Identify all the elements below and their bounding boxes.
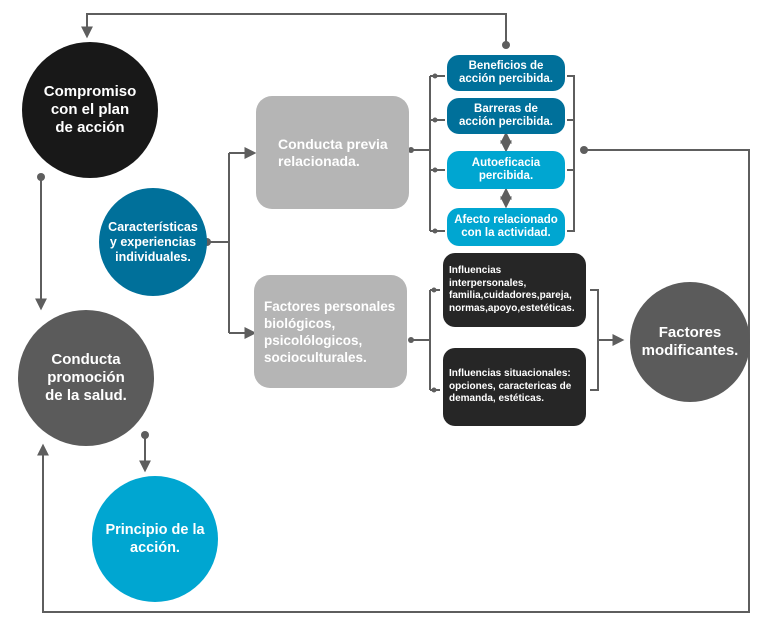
influencias-situacionales-node: Influencias situacionales: opciones, car…: [443, 348, 586, 426]
afecto-node: Afecto relacionado con la actividad.: [447, 208, 565, 246]
barreras-node: Barreras de acción percibida.: [447, 98, 565, 134]
conducta-previa-label: Conducta previa relacionada.: [278, 135, 388, 169]
conducta-previa-node: Conducta previa relacionada.: [256, 96, 409, 209]
influencias-situacionales-label: Influencias situacionales: opciones, car…: [449, 368, 572, 405]
factores-modificantes-node: Factores modificantes.: [630, 282, 750, 402]
autoeficacia-label: Autoeficacia percibida.: [471, 157, 541, 182]
afecto-label: Afecto relacionado con la actividad.: [454, 214, 558, 239]
dot-compromiso: [37, 173, 45, 181]
conducta-promocion-node: Conducta promoción de la salud.: [18, 310, 154, 446]
principio-label: Principio de la acción.: [105, 522, 205, 556]
caracteristicas-node: Características y experiencias individua…: [99, 188, 207, 296]
beneficios-node: Beneficios de acción percibida.: [447, 55, 565, 91]
loop-top-connector: [81, 13, 507, 45]
compromiso-node: Compromiso con el plan de acción: [22, 42, 158, 178]
compromiso-label: Compromiso con el plan de acción: [43, 83, 137, 136]
pills-right-bracket: [567, 75, 575, 232]
factores-personales-node: Factores personales biológicos, psicolól…: [254, 275, 407, 388]
conducta-previa-bracket: [409, 75, 445, 232]
dot-right-loop: [580, 146, 588, 154]
beneficios-label: Beneficios de acción percibida.: [459, 60, 553, 85]
factores-personales-label: Factores personales biológicos, psicolól…: [264, 298, 396, 365]
dot-factores-personales: [408, 337, 414, 343]
factores-personales-bracket: [409, 289, 440, 391]
influencias-right-bracket: [590, 289, 622, 391]
dot-conducta: [141, 431, 149, 439]
conducta-promocion-label: Conducta promoción de la salud.: [45, 351, 127, 404]
influencias-interpersonales-label: Influencias interpersonales, familia,cui…: [449, 265, 575, 314]
dot-top-loop: [502, 41, 510, 49]
autoeficacia-node: Autoeficacia percibida.: [447, 151, 565, 189]
influencias-interpersonales-node: Influencias interpersonales, familia,cui…: [443, 253, 586, 327]
principio-node: Principio de la acción.: [92, 476, 218, 602]
caracteristicas-label: Características y experiencias individua…: [108, 219, 198, 264]
loop-bottom-connector: [37, 149, 750, 613]
barreras-label: Barreras de acción percibida.: [459, 103, 553, 128]
factores-modificantes-label: Factores modificantes.: [641, 324, 739, 359]
dot-conducta-previa: [408, 147, 414, 153]
